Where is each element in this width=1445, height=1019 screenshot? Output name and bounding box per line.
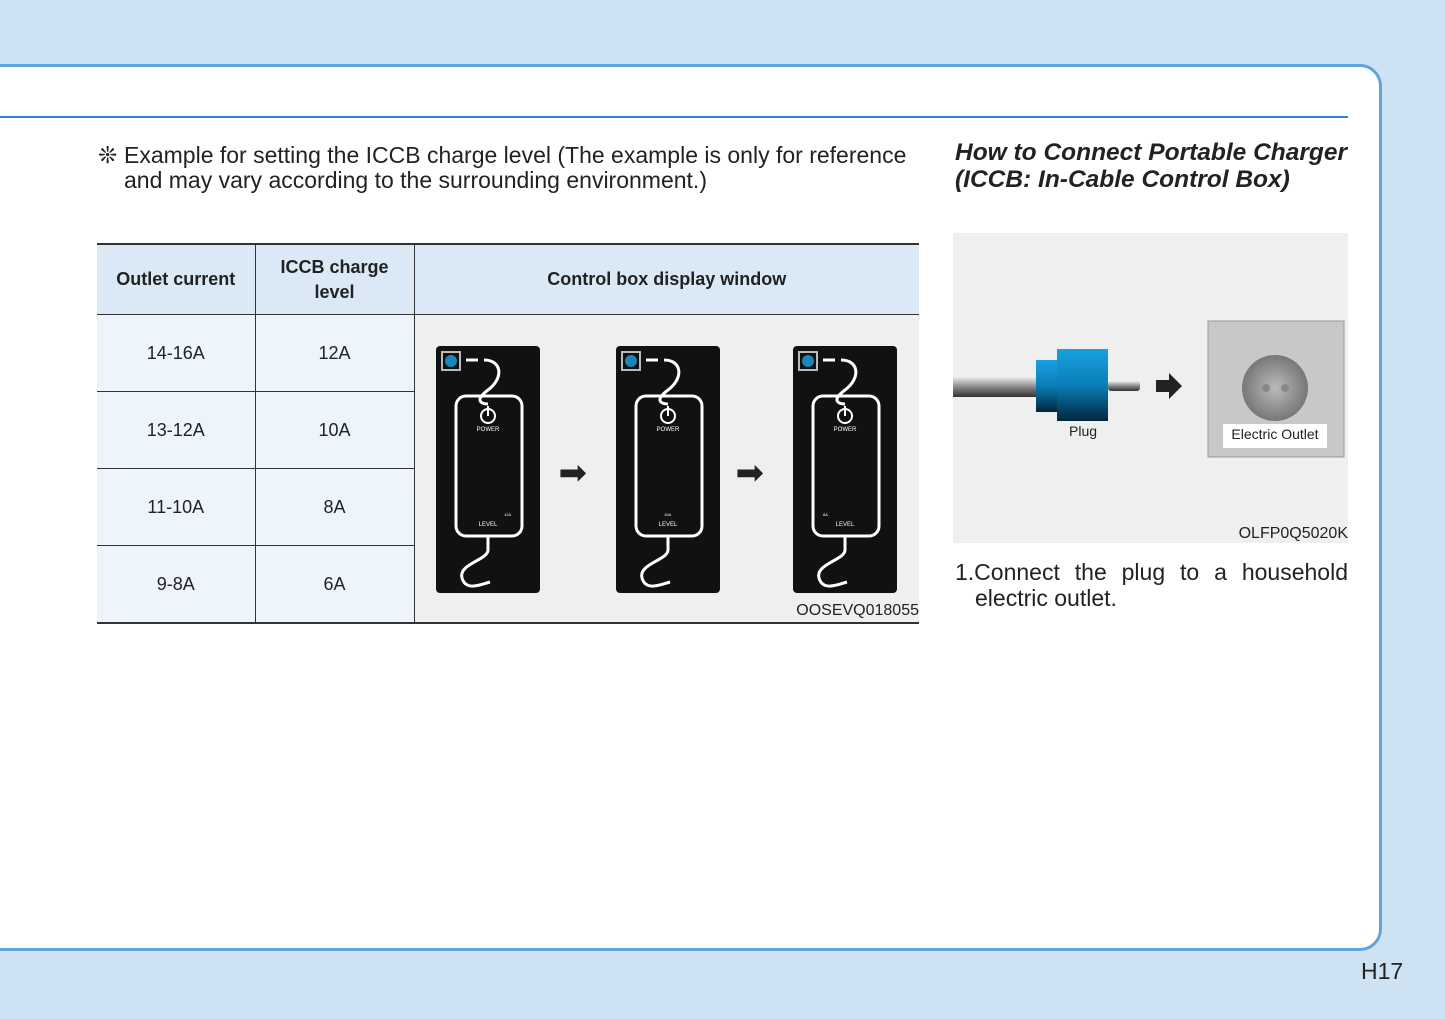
header-display-window: Control box display window <box>413 243 919 315</box>
svg-text:8A: 8A <box>823 512 828 517</box>
step-1: 1.Connect the plug to a household electr… <box>955 559 1348 611</box>
table-header-row: Outlet current ICCB charge level Control… <box>97 243 919 315</box>
step-1-line-1: 1.Connect the plug to a household <box>955 559 1348 585</box>
charge-level-cell: 12A <box>254 314 415 392</box>
plug-outlet-figure: Plug Electric Outlet OLFP0Q5020K <box>953 233 1348 543</box>
header-iccb-level: ICCB charge level <box>254 243 415 315</box>
power-label: POWER <box>476 427 499 433</box>
svg-text:POWER: POWER <box>833 427 856 433</box>
note-line-1: Example for setting the ICCB charge leve… <box>124 142 907 168</box>
reference-note: ❊Example for setting the ICCB charge lev… <box>98 143 918 193</box>
image-code: OOSEVQ018055 <box>796 602 919 619</box>
outlet-label: Electric Outlet <box>1231 426 1319 442</box>
outlet-current-cell: 13-12A <box>97 391 256 469</box>
arrow-right-icon: ➡ <box>558 454 588 492</box>
svg-text:12A: 12A <box>504 512 511 517</box>
control-box-device: POWER LEVEL 8A <box>792 346 897 593</box>
plug-label: Plug <box>1069 423 1098 439</box>
outlet-current-cell: 9-8A <box>97 545 256 624</box>
svg-text:LEVEL: LEVEL <box>478 522 497 528</box>
header-rule <box>0 116 1348 118</box>
outlet-current-cell: 11-10A <box>97 468 256 546</box>
svg-text:10A: 10A <box>664 512 671 517</box>
section-title: How to Connect Portable Charger (ICCB: I… <box>955 139 1348 193</box>
svg-text:POWER: POWER <box>656 427 679 433</box>
note-symbol-icon: ❊ <box>98 142 118 168</box>
control-box-device: POWER LEVEL 12A <box>435 346 540 593</box>
step-1-line-2: electric outlet. <box>975 585 1117 611</box>
note-line-2: and may vary according to the surroundin… <box>124 167 707 193</box>
header-outlet-current: Outlet current <box>97 243 256 315</box>
figure-code: OLFP0Q5020K <box>1238 525 1348 542</box>
page-number: H17 <box>1361 958 1404 984</box>
control-box-device: POWER LEVEL 10A <box>615 346 720 593</box>
arrow-right-icon <box>1156 373 1182 399</box>
charge-level-cell: 10A <box>254 391 415 469</box>
charge-level-table: Outlet current ICCB charge level Control… <box>97 243 919 624</box>
svg-text:LEVEL: LEVEL <box>835 522 854 528</box>
svg-text:LEVEL: LEVEL <box>658 522 677 528</box>
arrow-right-icon: ➡ <box>735 454 765 492</box>
control-box-illustration: POWER LEVEL 12A ➡ POWER LEVEL 10A ➡ POWER LEV… <box>413 314 919 624</box>
charge-level-cell: 6A <box>254 545 415 624</box>
outlet-current-cell: 14-16A <box>97 314 256 392</box>
charge-level-cell: 8A <box>254 468 415 546</box>
table-row: 14-16A 12A POWER LEVEL 12A ➡ POWER LEVEL 10A… <box>97 314 919 624</box>
